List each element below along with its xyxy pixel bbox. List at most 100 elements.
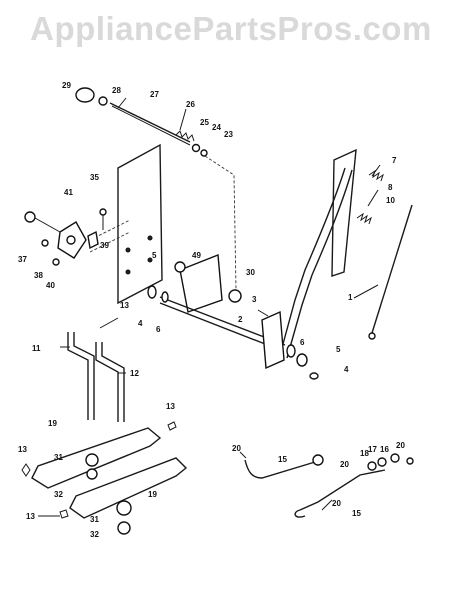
- callout-19-lower: 19: [148, 490, 157, 499]
- callout-20-c: 20: [332, 499, 341, 508]
- callout-4-right: 4: [344, 365, 349, 374]
- part-15-rod-upper: [244, 459, 316, 479]
- callout-37: 37: [18, 255, 27, 264]
- callout-8: 8: [388, 183, 393, 192]
- callout-31-lower: 31: [90, 515, 99, 524]
- cross-shaft-assembly: [147, 254, 319, 380]
- left-bracket-parts: [24, 211, 99, 266]
- callout-15-upper: 15: [278, 455, 287, 464]
- callout-2: 2: [238, 315, 243, 324]
- lower-rod-assembly: [244, 453, 414, 518]
- callout-7: 7: [392, 156, 397, 165]
- callout-3: 3: [252, 295, 257, 304]
- callout-6-left: 6: [156, 325, 161, 334]
- callout-12: 12: [130, 369, 139, 378]
- callout-10: 10: [386, 196, 395, 205]
- callout-23: 23: [224, 130, 233, 139]
- callout-27: 27: [150, 90, 159, 99]
- part-18-nut: [367, 461, 377, 471]
- part-32-washer-b: [117, 521, 131, 535]
- part-35-bolt: [99, 208, 107, 216]
- callout-13-left: 13: [18, 445, 27, 454]
- part-19-arm-upper: [31, 427, 162, 489]
- callout-20-b: 20: [340, 460, 349, 469]
- shaft-bracket: [261, 310, 285, 370]
- part-17-washer: [377, 457, 387, 467]
- callout-16: 16: [380, 445, 389, 454]
- lift-rod-assembly: [75, 87, 237, 291]
- part-20-clip-a: [312, 454, 324, 466]
- part-13-clip-right: [167, 421, 177, 431]
- part-20-clip-c: [321, 499, 333, 511]
- callout-30: 30: [246, 268, 255, 277]
- part-26-spring: [175, 130, 195, 142]
- part-37-washer: [24, 211, 36, 223]
- callout-17: 17: [368, 445, 377, 454]
- part-13-clip-top: [99, 317, 119, 329]
- part-1-rod: [371, 204, 413, 334]
- part-20-clip-d: [406, 457, 414, 465]
- part-39-spacer: [87, 230, 99, 250]
- part-11-link: [67, 332, 89, 420]
- callout-18: 18: [360, 449, 369, 458]
- part-29-knob: [75, 87, 95, 103]
- part-13-clip-left: [21, 463, 31, 477]
- callout-20-a: 20: [232, 444, 241, 453]
- callout-labels: 29 28 27 26 25 24 23 7 8 10 1 35 41 39 3…: [18, 81, 405, 539]
- part-12-link: [95, 342, 119, 422]
- part-4-washer-right: [309, 372, 319, 380]
- part-31-bushing-b: [116, 500, 132, 516]
- part-40-bolt: [52, 258, 60, 266]
- callout-5-right: 5: [336, 345, 341, 354]
- callout-20-d: 20: [396, 441, 405, 450]
- callout-31-upper: 31: [54, 453, 63, 462]
- callout-24: 24: [212, 123, 221, 132]
- part-5-bearing-right: [296, 353, 308, 367]
- mounting-plate: [89, 143, 163, 305]
- callout-38: 38: [34, 271, 43, 280]
- callout-5-left: 5: [152, 251, 157, 260]
- callout-4-left: 4: [138, 319, 143, 328]
- callout-13-top: 13: [120, 301, 129, 310]
- lever-panel: [331, 148, 357, 277]
- callout-49: 49: [192, 251, 201, 260]
- callout-32-lower: 32: [90, 530, 99, 539]
- callout-32-upper: 32: [54, 490, 63, 499]
- lift-links: [67, 317, 125, 422]
- part-4-washer: [161, 291, 169, 303]
- callout-25: 25: [200, 118, 209, 127]
- callout-40: 40: [46, 281, 55, 290]
- part-38-nut: [41, 239, 49, 247]
- callout-35: 35: [90, 173, 99, 182]
- callout-13-bottom: 13: [26, 512, 35, 521]
- part-24-washer: [191, 143, 201, 153]
- lift-lever-handle: [279, 167, 346, 356]
- part-10-spring: [356, 212, 372, 225]
- part-13-clip-bottom: [59, 509, 69, 519]
- part-30-bushing: [228, 289, 242, 303]
- callout-26: 26: [186, 100, 195, 109]
- part-5-bearing: [147, 285, 157, 299]
- callout-15-lower: 15: [352, 509, 361, 518]
- part-16-spacer: [390, 453, 400, 463]
- callout-39: 39: [100, 241, 109, 250]
- part-28-washer: [98, 96, 108, 106]
- part-23-nut: [200, 149, 208, 157]
- callout-11: 11: [32, 344, 41, 353]
- callout-41: 41: [64, 188, 73, 197]
- lift-lever: [279, 148, 413, 359]
- callout-13-right: 13: [166, 402, 175, 411]
- callout-6-right: 6: [300, 338, 305, 347]
- part-6-bushing: [286, 344, 296, 358]
- part-31-bushing-a: [85, 453, 99, 467]
- part-27-rod: [109, 102, 191, 143]
- callout-29: 29: [62, 81, 71, 90]
- callout-19-upper: 19: [48, 419, 57, 428]
- part-15-rod-lower: [299, 469, 386, 511]
- mounting-plate-outline: [117, 143, 163, 305]
- part-7-spring: [368, 169, 384, 182]
- callout-1: 1: [348, 293, 353, 302]
- callout-28: 28: [112, 86, 121, 95]
